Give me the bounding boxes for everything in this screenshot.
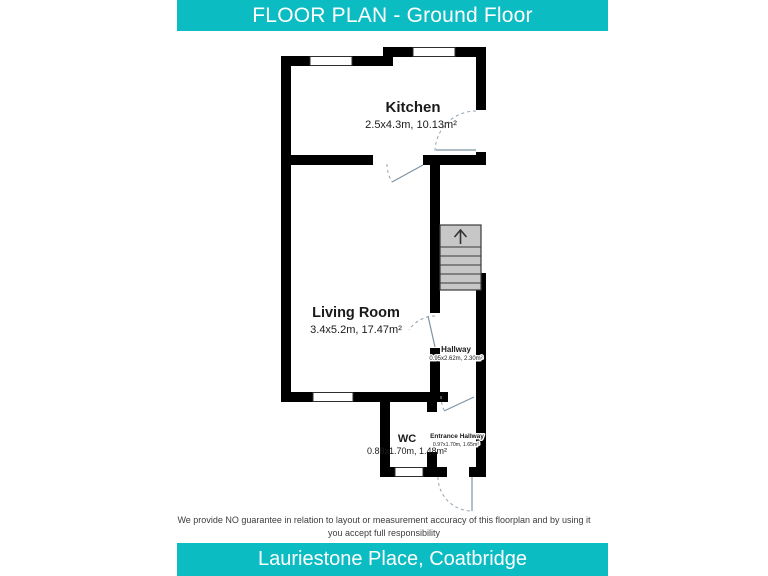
wc-window: [394, 467, 424, 477]
page-title: FLOOR PLAN - Ground Floor: [252, 3, 533, 27]
living-room-label: Living Room: [312, 305, 400, 321]
stairs-up-arrow-icon: [453, 228, 468, 244]
title-banner: FLOOR PLAN - Ground Floor: [177, 0, 608, 31]
kitchen-door-arc: [434, 110, 477, 153]
living-room-dimensions: 3.4x5.2m, 17.47m²: [310, 324, 402, 336]
address-banner: Lauriestone Place, Coatbridge: [177, 543, 608, 576]
windows: [309, 47, 456, 477]
wc-label: WC: [398, 433, 416, 445]
kitchen-window-right: [412, 47, 456, 57]
living-hallway-door-arc: [408, 315, 436, 331]
kitchen-label: Kitchen: [385, 99, 440, 116]
disclaimer: We provide NO guarantee in relation to l…: [0, 514, 768, 540]
front-door-arc: [437, 476, 473, 512]
hallway-entrance-door-arc: [440, 395, 445, 411]
entrance-hallway-dimensions: 0.97x1.70m, 1.65m²: [433, 442, 479, 448]
stairs: [439, 224, 482, 291]
address-text: Lauriestone Place, Coatbridge: [257, 548, 528, 570]
doors: [386, 110, 477, 512]
disclaimer-line2: you accept full responsibility: [327, 528, 441, 538]
living-room-window: [312, 392, 354, 402]
living-hallway-door-leaf: [427, 315, 436, 348]
hallway-dimensions: 0.95x2.62m, 2.30m²: [429, 356, 482, 362]
entrance-hallway-label: Entrance Hallway: [430, 433, 484, 440]
kitchen-window-left: [309, 56, 353, 66]
hallway-label: Hallway: [441, 345, 471, 354]
kitchen-dimensions: 2.5x4.3m, 10.13m²: [365, 119, 457, 131]
wc-dimensions: 0.88x1.70m, 1.48m²: [367, 446, 447, 456]
kitchen-living-door-arc: [386, 163, 393, 183]
room-labels: Kitchen 2.5x4.3m, 10.13m² Living Room 3.…: [310, 99, 486, 456]
hallway-entrance-door-leaf: [443, 396, 475, 412]
kitchen-living-door-leaf: [391, 164, 424, 183]
disclaimer-line1: We provide NO guarantee in relation to l…: [177, 515, 591, 525]
walls: [281, 47, 486, 477]
